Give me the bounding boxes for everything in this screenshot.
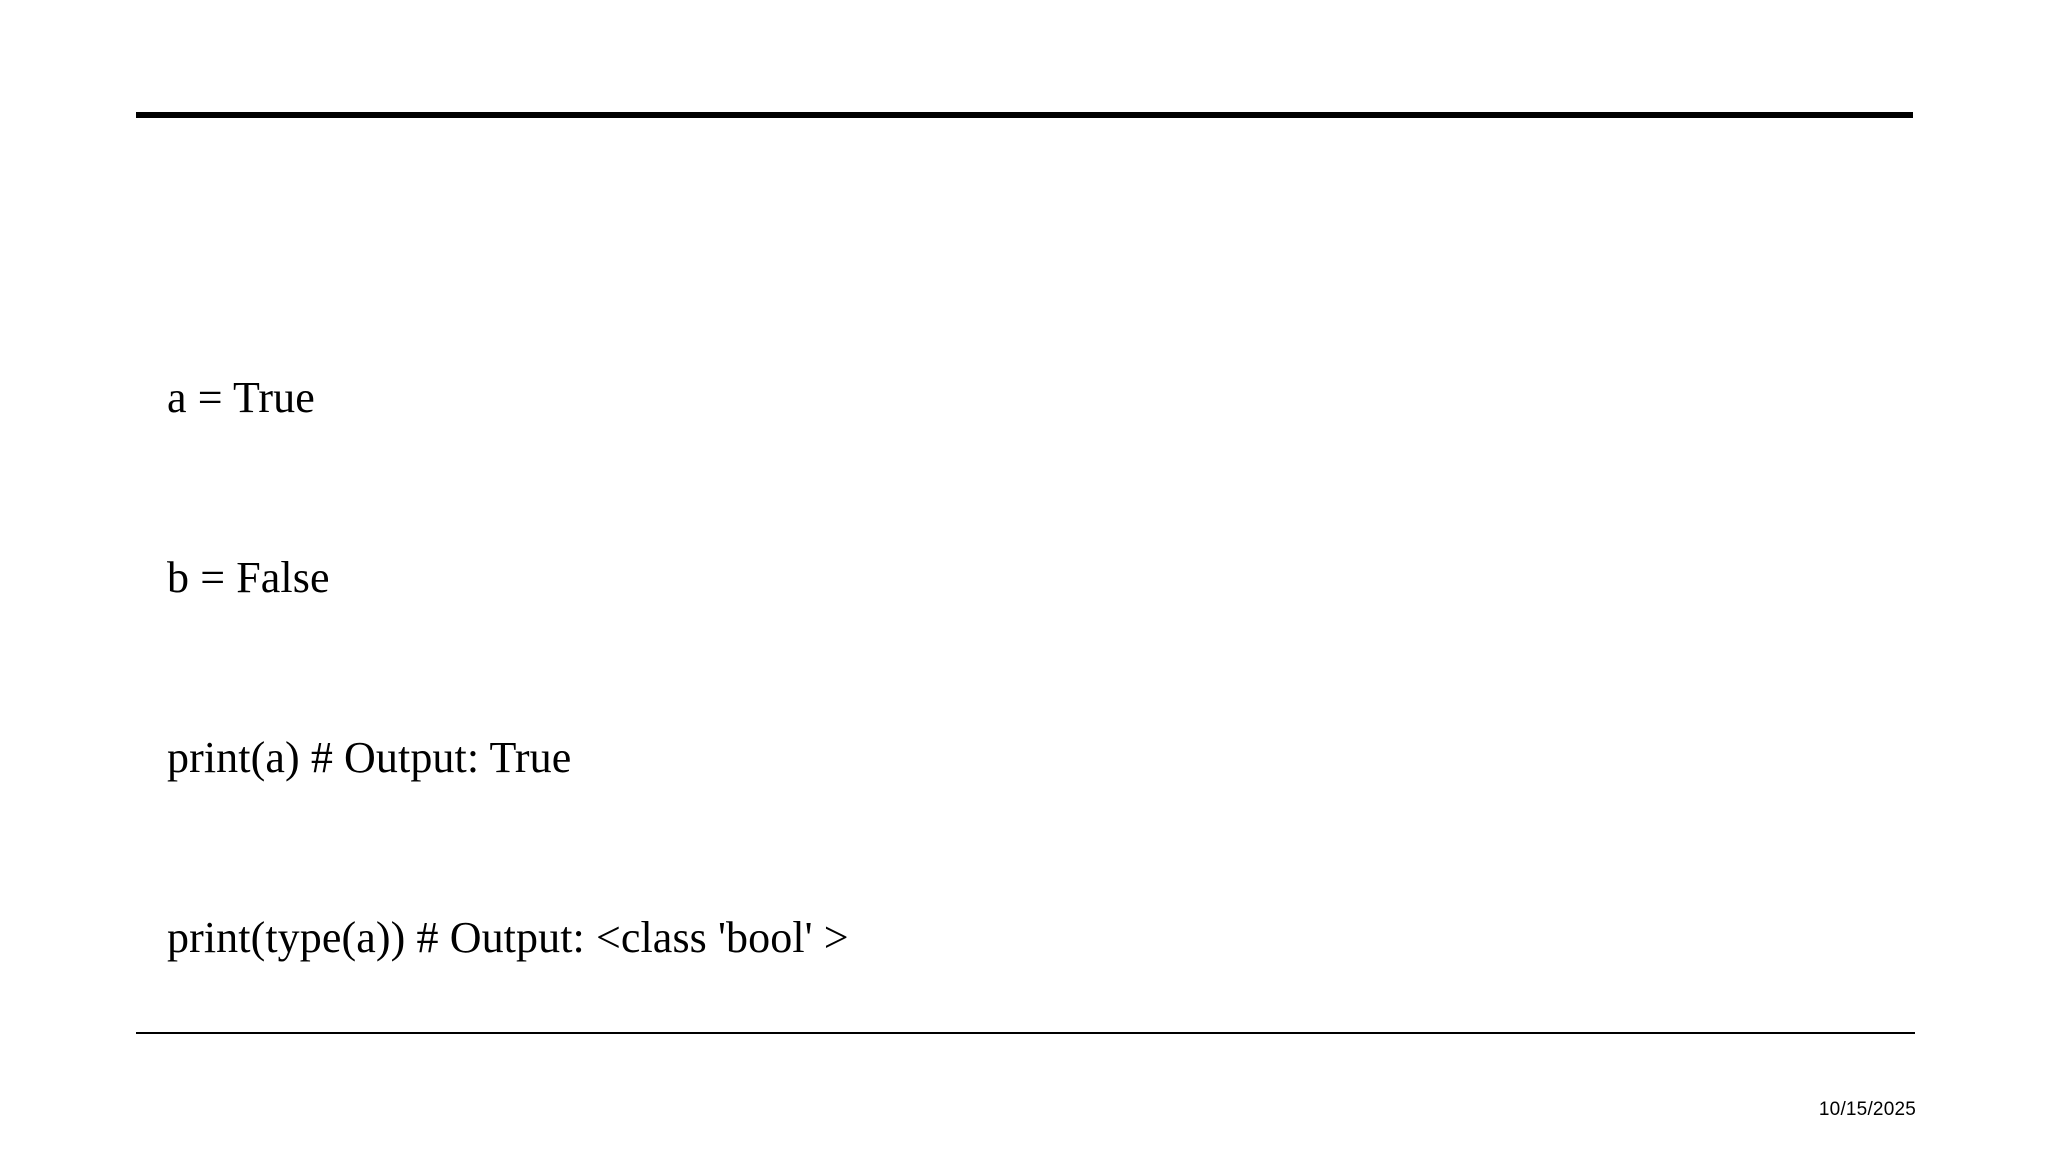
code-line: print(a) # Output: True [167,733,572,782]
top-divider-rule [136,112,1913,118]
code-line: print(type(a)) # Output: <class 'bool' > [167,913,849,962]
bottom-divider-rule [136,1032,1915,1034]
code-block-spacer [167,1088,1917,1152]
slide-content-body: a = True b = False print(a) # Output: Tr… [167,248,1917,1152]
code-block-boolean-basics: a = True b = False print(a) # Output: Tr… [167,248,1917,1088]
footer-date: 10/15/2025 [1818,1099,1916,1120]
code-line: a = True [167,373,315,422]
code-line: b = False [167,553,330,602]
